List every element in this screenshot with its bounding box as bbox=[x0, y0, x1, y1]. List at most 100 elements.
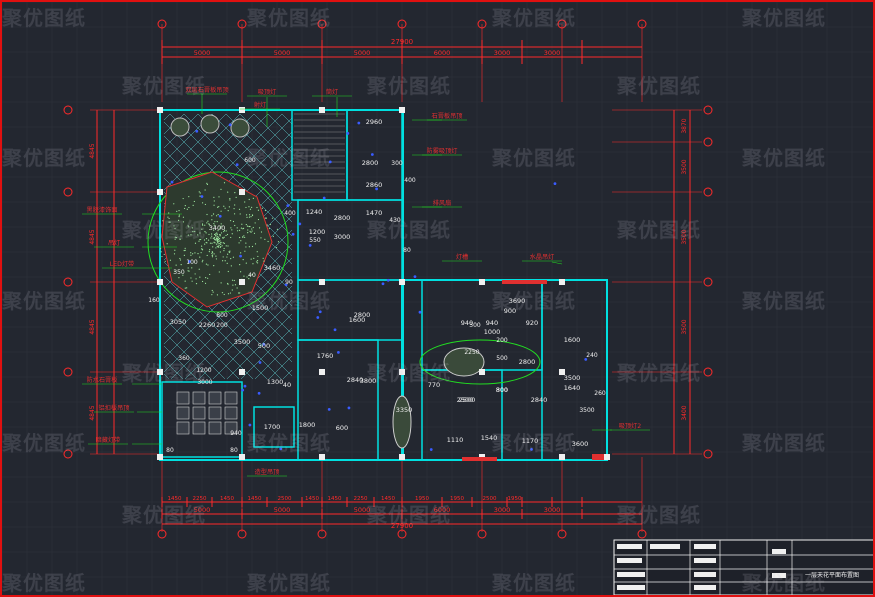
room-dimension-label: 900 bbox=[504, 307, 516, 315]
speckle bbox=[228, 271, 229, 272]
room-dimension-label: 3050 bbox=[170, 318, 187, 326]
speckle bbox=[239, 209, 240, 210]
room-dimension-label: 1200 bbox=[309, 228, 326, 236]
speckle bbox=[205, 204, 206, 205]
speckle bbox=[178, 210, 179, 211]
speckle bbox=[258, 219, 259, 220]
room-dimension-label: 1170 bbox=[522, 437, 539, 445]
speckle bbox=[175, 239, 176, 240]
speckle bbox=[192, 227, 193, 228]
speckle bbox=[223, 256, 224, 257]
speckle bbox=[176, 237, 177, 238]
room-dimension-label: 3400 bbox=[209, 224, 226, 232]
downlight bbox=[286, 204, 289, 207]
speckle bbox=[190, 277, 191, 278]
speckle bbox=[185, 205, 186, 206]
speckle bbox=[239, 237, 240, 238]
speckle bbox=[223, 238, 224, 239]
speckle bbox=[221, 232, 222, 233]
speckle bbox=[227, 234, 228, 235]
speckle bbox=[251, 259, 252, 260]
speckle bbox=[239, 264, 240, 265]
speckle bbox=[249, 226, 250, 227]
callout-text: 射灯 bbox=[254, 101, 266, 109]
downlight bbox=[241, 389, 244, 392]
speckle bbox=[207, 221, 208, 222]
speckle bbox=[209, 274, 210, 275]
speckle bbox=[184, 255, 185, 256]
speckle bbox=[270, 224, 271, 225]
speckle bbox=[232, 285, 233, 286]
column bbox=[604, 454, 610, 460]
speckle bbox=[250, 216, 251, 217]
speckle bbox=[206, 238, 207, 239]
axis-bubble bbox=[64, 368, 72, 376]
speckle bbox=[201, 229, 202, 230]
balcony-tile bbox=[209, 392, 221, 404]
speckle bbox=[266, 218, 267, 219]
speckle bbox=[247, 226, 248, 227]
speckle bbox=[194, 231, 195, 232]
callout-text: 铝扣板吊顶 bbox=[99, 404, 130, 412]
room-dimension-label: 600 bbox=[336, 424, 348, 432]
downlight bbox=[357, 122, 360, 125]
speckle bbox=[213, 291, 214, 292]
door-mark bbox=[502, 280, 547, 284]
downlight bbox=[371, 153, 374, 156]
small-dimension: 80 bbox=[403, 247, 411, 254]
speckle bbox=[211, 236, 212, 237]
speckle bbox=[199, 232, 200, 233]
column bbox=[319, 369, 325, 375]
speckle bbox=[217, 240, 218, 241]
speckle bbox=[217, 234, 218, 235]
speckle bbox=[252, 246, 253, 247]
speckle bbox=[204, 225, 205, 226]
bottom-fine-dim-value: 1450 bbox=[248, 496, 262, 502]
speckle bbox=[202, 261, 203, 262]
speckle bbox=[232, 280, 233, 281]
speckle bbox=[272, 218, 273, 219]
speckle bbox=[167, 243, 168, 244]
speckle bbox=[261, 231, 262, 232]
tree-symbol bbox=[231, 119, 249, 137]
speckle bbox=[206, 242, 207, 243]
speckle bbox=[252, 230, 253, 231]
speckle bbox=[217, 242, 218, 243]
speckle bbox=[258, 210, 259, 211]
room-dimension-label: 920 bbox=[526, 319, 538, 327]
speckle bbox=[194, 201, 195, 202]
callout-text: 防雾吸顶灯 bbox=[427, 147, 458, 155]
title-block-cell-fill bbox=[650, 544, 680, 549]
speckle bbox=[234, 192, 235, 193]
speckle bbox=[212, 252, 213, 253]
column bbox=[399, 107, 405, 113]
leader-line bbox=[552, 262, 562, 264]
speckle bbox=[202, 249, 203, 250]
speckle bbox=[235, 284, 236, 285]
speckle bbox=[192, 281, 193, 282]
speckle bbox=[238, 292, 239, 293]
speckle bbox=[183, 217, 184, 218]
speckle bbox=[183, 198, 184, 199]
balcony-tile bbox=[209, 422, 221, 434]
room-dimension-label: 1800 bbox=[299, 421, 316, 429]
speckle bbox=[191, 267, 192, 268]
speckle bbox=[262, 208, 263, 209]
column bbox=[239, 369, 245, 375]
speckle bbox=[181, 264, 182, 265]
speckle bbox=[227, 254, 228, 255]
speckle bbox=[217, 294, 218, 295]
speckle bbox=[214, 237, 215, 238]
speckle bbox=[162, 220, 163, 221]
speckle bbox=[260, 237, 261, 238]
drawing-title: 一层天花平面布置图 bbox=[805, 571, 859, 579]
small-dimension: 40 bbox=[248, 272, 256, 279]
speckle bbox=[218, 196, 219, 197]
speckle bbox=[249, 231, 250, 232]
speckle bbox=[200, 239, 201, 240]
speckle bbox=[222, 260, 223, 261]
speckle bbox=[225, 235, 226, 236]
speckle bbox=[207, 184, 208, 185]
speckle bbox=[231, 229, 232, 230]
speckle bbox=[276, 247, 277, 248]
